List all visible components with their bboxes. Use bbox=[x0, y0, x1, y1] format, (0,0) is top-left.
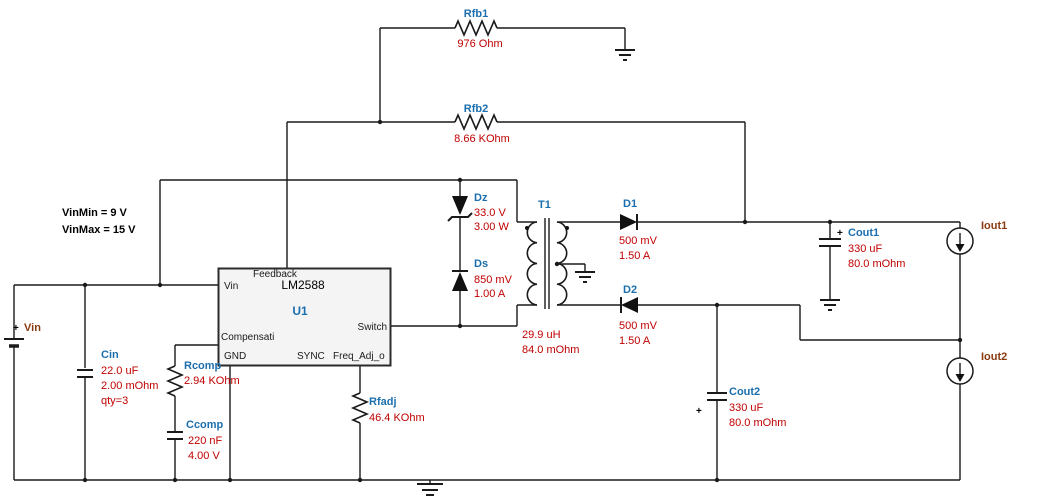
ds-value-1: 850 mV bbox=[474, 274, 513, 286]
cout1-value-2: 80.0 mOhm bbox=[848, 258, 905, 270]
d2-value-1: 500 mV bbox=[619, 320, 658, 332]
ccomp-value-2: 4.00 V bbox=[188, 450, 220, 462]
t1-value-1: 29.9 uH bbox=[522, 329, 561, 341]
cout2-value-1: 330 uF bbox=[729, 402, 764, 414]
d1-value-2: 1.50 A bbox=[619, 250, 651, 262]
cout2-label: Cout2 bbox=[729, 386, 760, 398]
ground-symbol-main bbox=[417, 480, 443, 496]
d2-diode[interactable] bbox=[620, 297, 638, 313]
vin-battery[interactable] bbox=[4, 338, 24, 348]
cout2-plus-sign: + bbox=[696, 406, 702, 417]
dz-zener-diode[interactable] bbox=[447, 196, 473, 222]
u1-pin-gnd: GND bbox=[224, 351, 246, 362]
cin-value-3: qty=3 bbox=[101, 395, 128, 407]
t1-value-2: 84.0 mOhm bbox=[522, 344, 579, 356]
u1-pin-vin: Vin bbox=[224, 281, 238, 292]
rfadj-value: 46.4 KOhm bbox=[369, 412, 425, 424]
ds-label: Ds bbox=[474, 258, 488, 270]
rcomp-resistor[interactable] bbox=[165, 365, 185, 397]
dz-label: Dz bbox=[474, 192, 488, 204]
d2-label: D2 bbox=[623, 284, 637, 296]
rfadj-label: Rfadj bbox=[369, 396, 397, 408]
rfb1-resistor[interactable] bbox=[454, 18, 498, 38]
cout1-value-1: 330 uF bbox=[848, 243, 883, 255]
wires bbox=[13, 27, 961, 481]
vin-plus-sign: + bbox=[13, 323, 19, 334]
vinmin-annotation: VinMin = 9 V bbox=[62, 207, 128, 219]
t1-label: T1 bbox=[538, 199, 551, 211]
u1-ic[interactable]: Feedback LM2588 Vin U1 Compensati Switch… bbox=[217, 267, 392, 367]
rfb2-value: 8.66 KOhm bbox=[454, 133, 510, 145]
d1-diode[interactable] bbox=[620, 214, 638, 230]
iout2-label: Iout2 bbox=[981, 351, 1007, 363]
iout1-current-source[interactable] bbox=[946, 227, 974, 255]
vin-label: Vin bbox=[24, 322, 41, 334]
u1-pin-sync: SYNC bbox=[297, 351, 325, 362]
dz-value-2: 3.00 W bbox=[474, 221, 509, 233]
u1-ref-designator: U1 bbox=[292, 304, 308, 318]
cout1-capacitor[interactable] bbox=[819, 238, 841, 247]
t1-transformer[interactable] bbox=[525, 218, 569, 309]
rfb1-label: Rfb1 bbox=[464, 8, 488, 20]
u1-pin-switch: Switch bbox=[358, 322, 387, 333]
ccomp-label: Ccomp bbox=[186, 419, 224, 431]
ground-symbol-secondary bbox=[575, 271, 595, 283]
cout2-capacitor[interactable] bbox=[707, 392, 727, 401]
iout2-current-source[interactable] bbox=[946, 357, 974, 385]
vinmax-annotation: VinMax = 15 V bbox=[62, 224, 136, 236]
d1-label: D1 bbox=[623, 198, 637, 210]
cout1-plus-sign: + bbox=[837, 228, 843, 239]
rfb2-resistor[interactable] bbox=[454, 112, 498, 132]
t1-polarity-dot-secondary bbox=[565, 226, 569, 230]
cout1-label: Cout1 bbox=[848, 227, 879, 239]
u1-pin-feedback: Feedback bbox=[253, 269, 298, 280]
cin-value-2: 2.00 mOhm bbox=[101, 380, 158, 392]
ground-symbol-cout1 bbox=[820, 299, 840, 311]
rfb2-label: Rfb2 bbox=[464, 103, 488, 115]
ds-diode[interactable] bbox=[452, 270, 468, 291]
rcomp-value: 2.94 KOhm bbox=[184, 375, 240, 387]
cin-value-1: 22.0 uF bbox=[101, 365, 139, 377]
cin-capacitor[interactable] bbox=[77, 369, 93, 378]
rcomp-label: Rcomp bbox=[184, 360, 222, 372]
u1-part-number: LM2588 bbox=[281, 278, 325, 292]
iout1-label: Iout1 bbox=[981, 220, 1007, 232]
rfb1-value: 976 Ohm bbox=[457, 38, 502, 50]
ds-value-2: 1.00 A bbox=[474, 288, 506, 300]
cin-label: Cin bbox=[101, 349, 119, 361]
rfadj-resistor[interactable] bbox=[350, 392, 370, 424]
ccomp-capacitor[interactable] bbox=[167, 431, 183, 440]
dz-value-1: 33.0 V bbox=[474, 207, 506, 219]
u1-pin-compensation: Compensati bbox=[221, 332, 274, 343]
ccomp-value-1: 220 nF bbox=[188, 435, 223, 447]
d2-value-2: 1.50 A bbox=[619, 335, 651, 347]
d1-value-1: 500 mV bbox=[619, 235, 658, 247]
u1-pin-freq-adj: Freq_Adj_o bbox=[333, 351, 385, 362]
t1-polarity-dot-primary bbox=[525, 226, 529, 230]
cout2-value-2: 80.0 mOhm bbox=[729, 417, 786, 429]
ground-symbol-feedback bbox=[615, 49, 635, 61]
